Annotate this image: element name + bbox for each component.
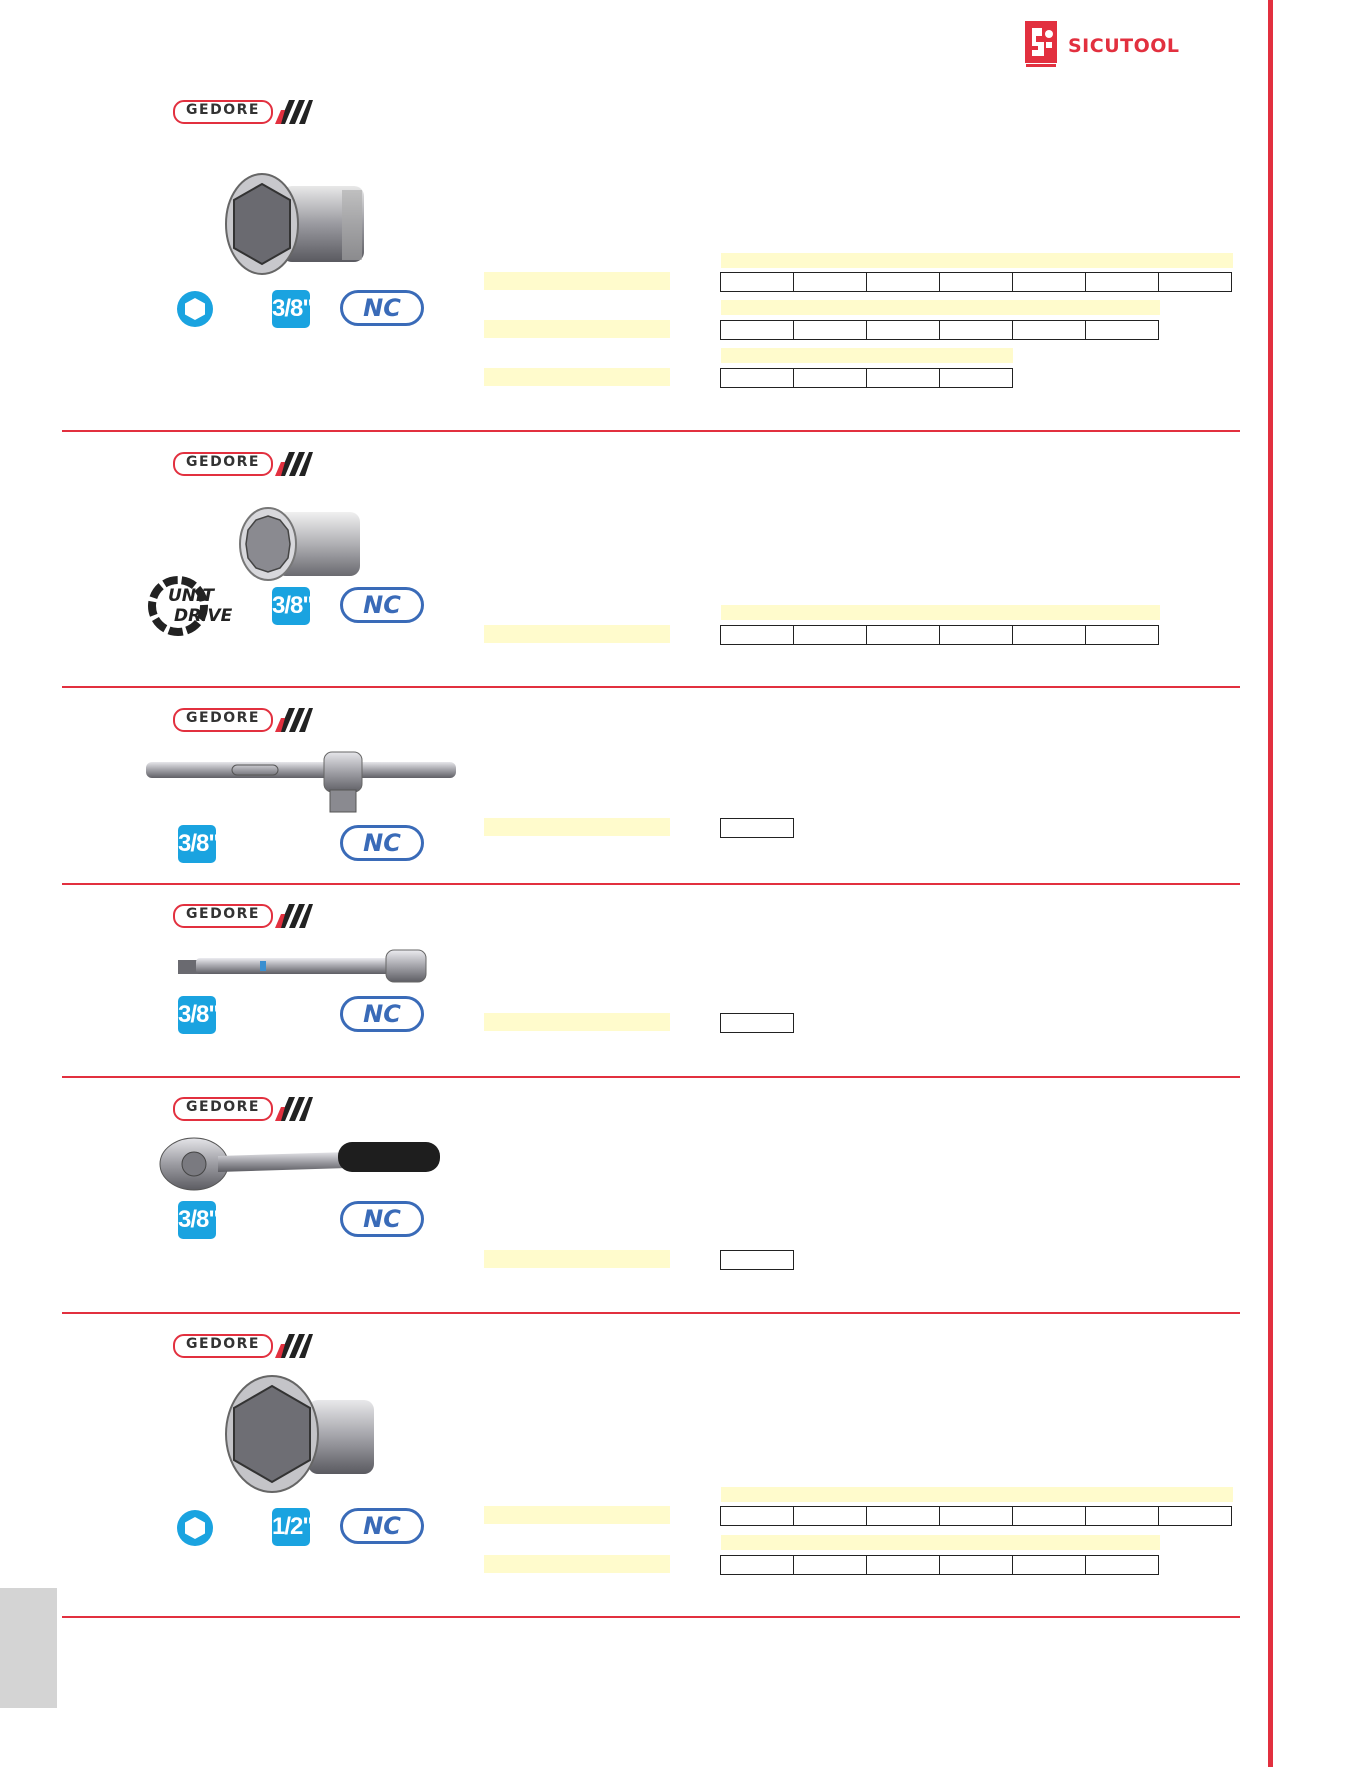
- table-row: [720, 368, 1013, 388]
- row-label-band: [484, 818, 670, 836]
- unit-drive-line2: DRIVE: [174, 606, 233, 626]
- section-divider: [62, 1076, 1240, 1078]
- extension-bar-image: [178, 949, 427, 983]
- ratchet-image: [159, 1137, 440, 1191]
- hex-socket-large-image: [225, 1375, 374, 1493]
- nc-badge: NC: [340, 825, 424, 861]
- gedore-stripes-icon: [275, 904, 313, 928]
- row-label-band: [484, 1250, 670, 1268]
- sicutool-mark-icon: [1025, 21, 1057, 67]
- table-row: [720, 1555, 1159, 1575]
- section-divider: [62, 1312, 1240, 1314]
- section-divider: [62, 883, 1240, 885]
- section-divider: [62, 430, 1240, 432]
- unit-drive-line1: UNIT: [168, 586, 214, 606]
- gedore-logo: GEDORE: [173, 1334, 313, 1358]
- hex-profile-icon: [177, 1510, 213, 1546]
- nc-badge: NC: [340, 1508, 424, 1544]
- table-header-band: [721, 1535, 1160, 1550]
- table-row: [720, 1013, 794, 1033]
- table-row: [720, 1506, 1232, 1526]
- gedore-logo: GEDORE: [173, 904, 313, 928]
- row-label-band: [484, 625, 670, 643]
- gedore-stripes-icon: [275, 100, 313, 124]
- table-header-band: [721, 348, 1013, 363]
- drive-size-badge: 3/8": [272, 290, 314, 328]
- table-row: [720, 625, 1159, 645]
- gedore-stripes-icon: [275, 452, 313, 476]
- page-edge-bar: [1268, 0, 1273, 1767]
- row-label-band: [484, 1555, 670, 1573]
- gedore-logo: GEDORE: [173, 452, 313, 476]
- nc-badge: NC: [340, 1201, 424, 1237]
- gedore-stripes-icon: [275, 1097, 313, 1121]
- table-row: [720, 818, 794, 838]
- gedore-logo: GEDORE: [173, 708, 313, 732]
- gedore-stripes-icon: [275, 708, 313, 732]
- t-handle-image: [146, 751, 456, 813]
- hex-socket-image: [225, 173, 364, 275]
- section-divider: [62, 686, 1240, 688]
- table-row: [720, 320, 1159, 340]
- chapter-tab: [0, 1588, 57, 1708]
- table-header-band: [721, 300, 1160, 315]
- drive-size-badge: 3/8": [272, 587, 314, 625]
- bi-hex-socket-image: [239, 507, 360, 581]
- row-label-band: [484, 320, 670, 338]
- row-label-band: [484, 368, 670, 386]
- table-header-band: [721, 253, 1233, 268]
- drive-size-badge: 1/2": [272, 1508, 314, 1546]
- drive-size-badge: 3/8": [178, 996, 220, 1034]
- nc-badge: NC: [340, 587, 424, 623]
- gedore-logo: GEDORE: [173, 1097, 313, 1121]
- row-label-band: [484, 272, 670, 290]
- sicutool-logo: SICUTOOL: [1024, 20, 1214, 70]
- brand-name: SICUTOOL: [1068, 35, 1180, 57]
- nc-badge: NC: [340, 290, 424, 326]
- drive-size-badge: 3/8": [178, 825, 220, 863]
- unit-drive-icon: UNIT DRIVE: [148, 576, 232, 636]
- table-row: [720, 272, 1232, 292]
- row-label-band: [484, 1013, 670, 1031]
- section-divider: [62, 1616, 1240, 1618]
- gedore-stripes-icon: [275, 1334, 313, 1358]
- table-row: [720, 1250, 794, 1270]
- table-header-band: [721, 605, 1160, 620]
- hex-profile-icon: [177, 291, 213, 327]
- nc-badge: NC: [340, 996, 424, 1032]
- gedore-logo: GEDORE: [173, 100, 313, 124]
- drive-size-badge: 3/8": [178, 1201, 220, 1239]
- row-label-band: [484, 1506, 670, 1524]
- table-header-band: [721, 1487, 1233, 1502]
